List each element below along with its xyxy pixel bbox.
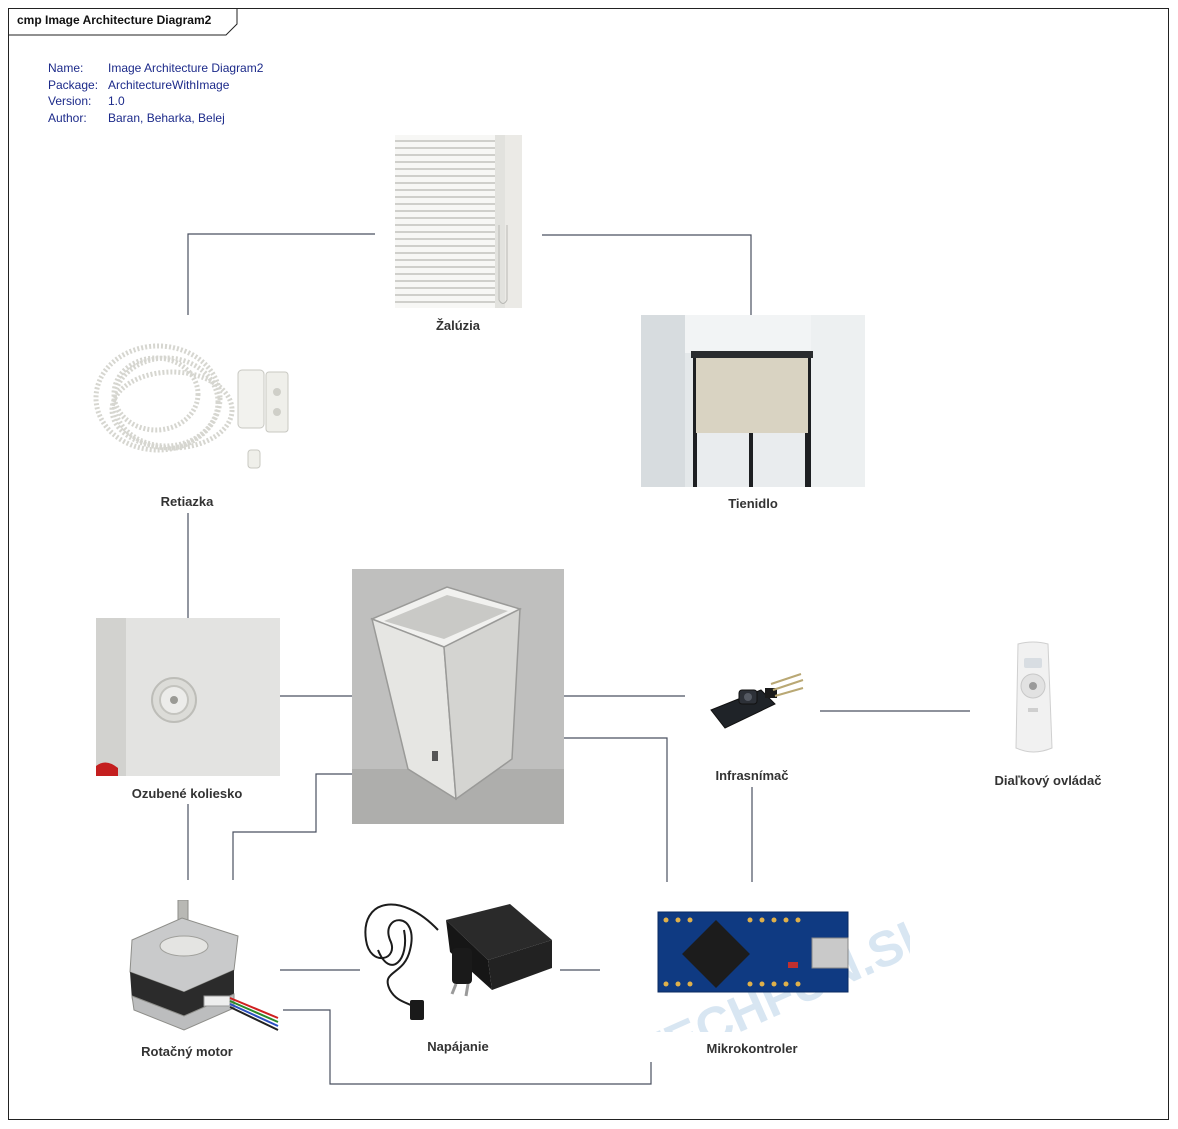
microcontroller-image: TECHFUN.SK (600, 882, 910, 1032)
node-mikro-label: Mikrokontroler (706, 1041, 798, 1056)
meta-key: Package: (48, 77, 99, 92)
connector-motor-mikro (283, 1009, 652, 1085)
blinds-image (395, 135, 522, 308)
node-napajanie-label: Napájanie (427, 1039, 489, 1054)
stepper-motor-image (126, 900, 280, 1032)
meta-name-row: Name: Image Architecture Diagram2 (48, 60, 263, 77)
meta-value: Baran, Beharka, Belej (108, 110, 225, 125)
meta-author-row: Author: Baran, Beharka, Belej (48, 110, 263, 127)
power-adapter-image (360, 890, 560, 1026)
diagram-metadata: Name: Image Architecture Diagram2 Package… (48, 60, 263, 126)
node-tienidlo-label: Tienidlo (728, 496, 778, 511)
connector-box-mikro (564, 737, 668, 882)
connector-zaluzia-retiazka (187, 233, 375, 315)
gear-image (96, 618, 280, 776)
node-infra-label: Infrasnímač (715, 768, 789, 783)
node-ozubene-label: Ozubené koliesko (131, 786, 243, 801)
enclosure-box-image (352, 569, 564, 824)
connector-zaluzia-tienidlo (542, 234, 752, 315)
meta-key: Name: (48, 61, 84, 75)
meta-value: 1.0 (108, 94, 125, 108)
node-motor-label: Rotačný motor (141, 1044, 233, 1059)
diagram-title-tab (8, 8, 238, 36)
bead-chain-image (88, 330, 300, 480)
node-zaluzia-label: Žalúzia (435, 318, 481, 333)
diagram-title: cmp Image Architecture Diagram2 (17, 13, 212, 27)
diagram-frame (8, 8, 1169, 1120)
node-dialkovy-label: Diaľkový ovládač (994, 773, 1102, 788)
meta-value: Image Architecture Diagram2 (108, 61, 264, 75)
meta-value: ArchitectureWithImage (108, 77, 230, 92)
meta-version-row: Version: 1.0 (48, 93, 263, 110)
meta-key: Author: (48, 110, 87, 125)
remote-control-image (1002, 640, 1064, 758)
meta-package-row: Package: ArchitectureWithImage (48, 77, 263, 94)
meta-key: Version: (48, 94, 92, 108)
node-retiazka-label: Retiazka (160, 494, 214, 509)
window-shade-image (641, 315, 865, 487)
ir-sensor-image (705, 670, 805, 732)
connector-box-motor (232, 773, 352, 880)
